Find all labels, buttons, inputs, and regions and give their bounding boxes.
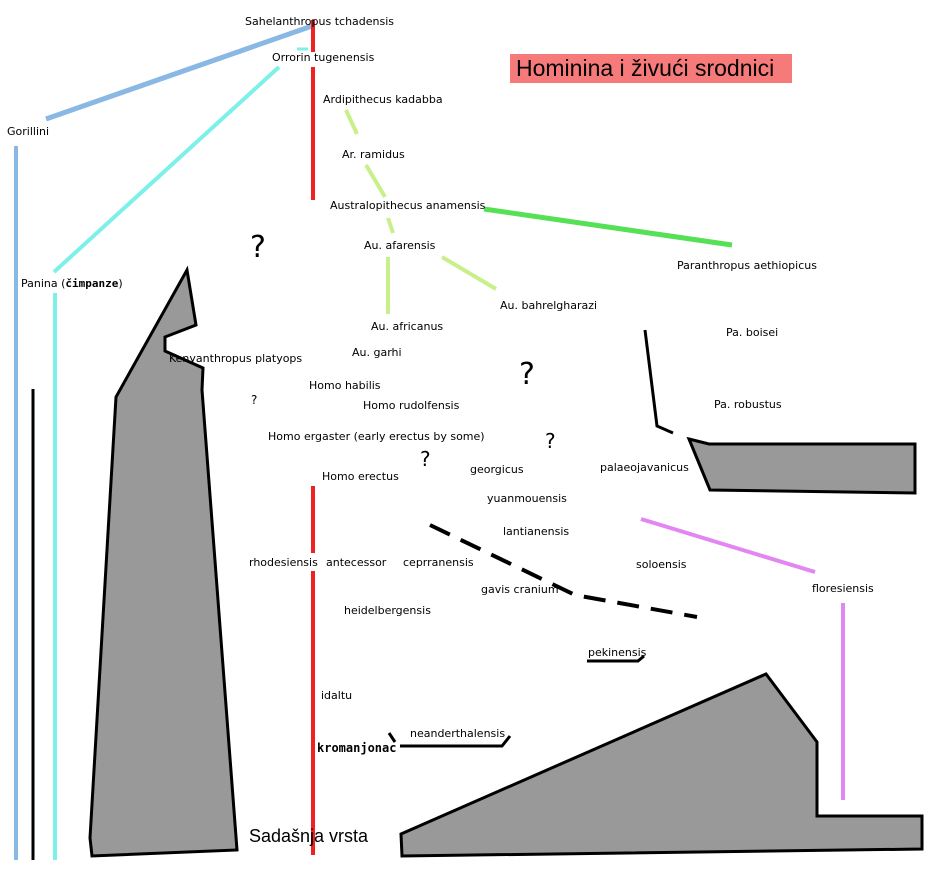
label-homo-rudolfensis: Homo rudolfensis (363, 399, 460, 412)
label-pekinensis: pekinensis (588, 646, 647, 659)
present-species-label: Sadašnja vrsta (249, 826, 369, 846)
label-au-garhi: Au. garhi (352, 346, 402, 359)
label-palaeojavanicus: palaeojavanicus (600, 461, 689, 474)
label-panina-bold: čimpanze (65, 277, 119, 290)
pekinensis-bracket (587, 654, 645, 663)
label-au-afarensis: Au. afarensis (364, 239, 436, 252)
afarensis-bahrelghazali-line (440, 255, 498, 291)
label-gavis-cranium: gavis cranium (481, 583, 559, 596)
label-homo-habilis: Homo habilis (309, 379, 381, 392)
label-paranthropus-aethiopicus: Paranthropus aethiopicus (677, 259, 817, 272)
ramidus-anamensis-line (364, 163, 387, 199)
question-mark-upper-left: ? (250, 230, 266, 265)
label-pa-boisei: Pa. boisei (726, 326, 779, 339)
label-homo-erectus: Homo erectus (322, 470, 399, 483)
question-mark-small-left: ? (251, 393, 258, 407)
label-pa-robustus: Pa. robustus (714, 398, 782, 411)
label-cepranensis: ceprranensis (403, 556, 474, 569)
floresiensis-branch-line (640, 517, 816, 574)
label-floresiensis: floresiensis (812, 582, 874, 595)
label-yuanmouensis: yuanmouensis (487, 492, 567, 505)
paranthropus-bracket (643, 329, 674, 435)
paranthropus-grey-shape (686, 436, 917, 495)
question-mark-right: ? (545, 429, 556, 453)
label-kenyanthropus: Kenyanthropus platyops (169, 352, 303, 365)
label-ar-ramidus: Ar. ramidus (342, 148, 405, 161)
label-kromanjonac: kromanjonac (317, 741, 397, 755)
label-au-bahrelghazali: Au. bahrelgharazi (500, 299, 598, 312)
question-mark-center: ? (519, 357, 535, 392)
left-grey-shape (88, 265, 239, 858)
label-neanderthalensis: neanderthalensis (410, 727, 506, 740)
label-soloensis: soloensis (636, 558, 687, 571)
neanderthalensis-bracket (400, 735, 512, 748)
label-heidelbergensis: heidelbergensis (344, 604, 431, 617)
label-lantianensis: lantianensis (503, 525, 570, 538)
dashed-erectus-line (429, 523, 698, 619)
label-au-africanus: Au. africanus (371, 320, 444, 333)
label-georgicus: georgicus (470, 463, 524, 476)
label-orrorin: Orrorin tugenensis (272, 51, 375, 64)
label-panina-suffix: ) (118, 277, 123, 290)
panina-branch-line (52, 65, 281, 274)
label-panina-prefix: Panina ( (21, 277, 66, 290)
anamensis-paranthropus-line (483, 206, 733, 248)
label-idaltu: idaltu (321, 689, 353, 702)
question-mark-ergaster: ? (420, 447, 431, 471)
bottom-right-grey-shape (399, 672, 924, 858)
label-panina: Panina (čimpanze) (21, 277, 123, 290)
kromanjonac-tick (387, 732, 397, 743)
gorillini-branch-line (45, 23, 313, 122)
label-rhodesiensis: rhodesiensis (249, 556, 318, 569)
label-ardipithecus-kadabba: Ardipithecus kadabba (323, 93, 443, 106)
label-homo-ergaster: Homo ergaster (early erectus by some) (268, 430, 485, 443)
label-gorillini: Gorillini (7, 125, 50, 138)
kadabba-ramidus-line (344, 109, 359, 135)
anamensis-afarensis-line (386, 217, 395, 234)
label-antecessor: antecessor (326, 556, 387, 569)
label-sahelanthropus: Sahelanthropus tchadensis (245, 15, 395, 28)
label-au-anamensis: Australopithecus anamensis (330, 199, 486, 212)
diagram-title: Hominina i živući srodnici (510, 54, 792, 83)
